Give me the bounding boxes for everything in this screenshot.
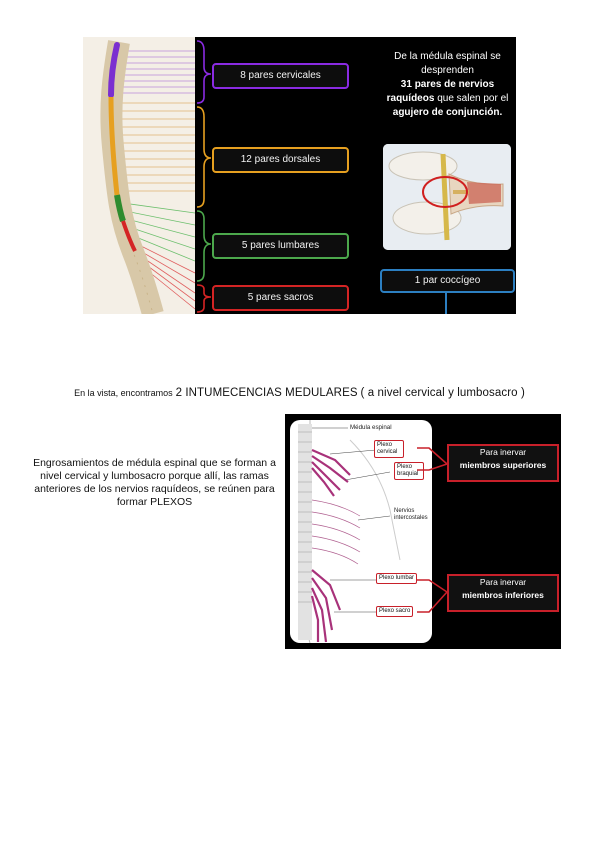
plexus-description: Engrosamientos de médula espinal que se … — [33, 457, 276, 508]
plexus-connectors — [417, 447, 448, 613]
coccyx-connector — [445, 289, 447, 314]
plexus-illustration: Médula espinal Plexo cervical Plexo braq… — [290, 420, 432, 643]
plexus-drawing — [298, 420, 401, 643]
dorsal-pairs-label: 12 pares dorsales — [212, 147, 349, 173]
intumescences-intro: En la vista, encontramos 2 INTUMECENCIAS… — [74, 387, 525, 399]
upper-limbs-box: Para inervar miembros superiores — [447, 444, 559, 482]
lumbar-pairs-label: 5 pares lumbares — [212, 233, 349, 259]
region-brackets — [196, 40, 212, 313]
sacral-plexus-label: Plexo sacro — [376, 606, 414, 617]
spinal-cord-label: Médula espinal — [350, 424, 392, 431]
vertebra-drawing — [383, 144, 511, 250]
vertebra-illustration — [383, 144, 511, 250]
spine-drawing — [100, 40, 196, 314]
spinal-nerves-figure: 8 pares cervicales 12 pares dorsales 5 p… — [83, 37, 516, 314]
sacral-pairs-label: 5 pares sacros — [212, 285, 349, 311]
cervical-plexus-label: Plexo cervical — [374, 440, 404, 458]
intercostal-nerves-label: Nervios intercostales — [394, 508, 428, 521]
lower-limbs-box: Para inervar miembros inferiores — [447, 574, 559, 612]
brachial-plexus-label: Plexo braquial — [394, 462, 424, 480]
plexus-figure: Médula espinal Plexo cervical Plexo braq… — [285, 414, 561, 649]
coccygeal-pair-label: 1 par coccígeo — [380, 269, 515, 293]
spine-illustration — [83, 37, 196, 314]
lumbar-plexus-label: Plexo lumbar — [376, 573, 418, 584]
spinal-nerves-caption: De la médula espinal se desprenden 31 pa… — [386, 51, 509, 118]
cervical-pairs-label: 8 pares cervicales — [212, 63, 349, 89]
